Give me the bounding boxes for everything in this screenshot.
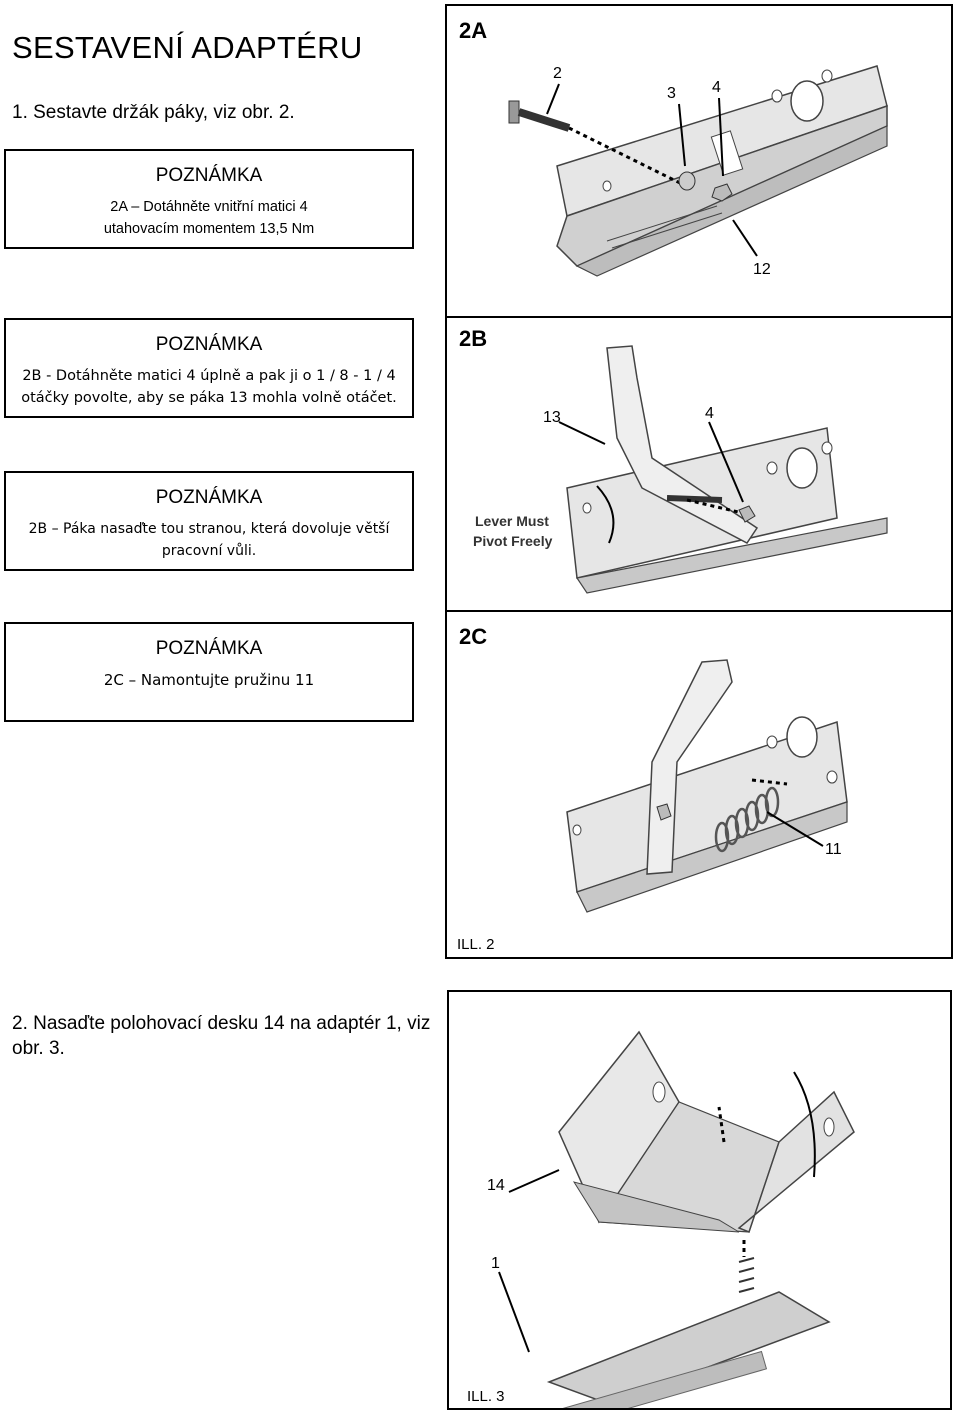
note-box-2b-side: POZNÁMKA 2B – Páka nasaďte tou stranou, …	[4, 471, 414, 571]
callout-12: 12	[753, 261, 771, 278]
step-1-text: 1. Sestavte držák páky, viz obr. 2.	[12, 102, 295, 123]
callout-14: 14	[487, 1177, 505, 1194]
callout-1: 1	[491, 1255, 500, 1272]
note-heading: POZNÁMKA	[155, 165, 263, 186]
bracket-drawing-2b: 13 4 Lever Must Pivot Freely	[473, 345, 888, 594]
panel-label-2b: 2B	[459, 326, 488, 351]
callout-3: 3	[667, 85, 676, 102]
panel-divider	[447, 610, 951, 612]
ill-label: ILL. 3	[467, 1388, 505, 1405]
plate-drawing-3: 14 1	[487, 1030, 855, 1408]
bracket-drawing-2a: 2 3 4 12	[508, 65, 888, 278]
note-text: 2B - Dotáhněte matici 4 úplně a pak ji o…	[21, 368, 397, 406]
note-text: 2C – Namontujte pružinu 11	[103, 671, 315, 689]
figure-2: 2A 2B 2C 2 3 4 12	[445, 4, 953, 959]
note-heading: POZNÁMKA	[155, 334, 263, 355]
callout-2: 2	[553, 65, 562, 82]
note-text: 2B – Páka nasaďte tou stranou, která dov…	[28, 521, 390, 559]
lever-caption-line2: Pivot Freely	[473, 533, 553, 549]
note-text: 2A – Dotáhněte vnitřní matici 4 utahovac…	[103, 199, 315, 237]
callout-4: 4	[712, 79, 721, 96]
note-heading: POZNÁMKA	[155, 487, 263, 508]
lever-caption-line1: Lever Must	[475, 513, 549, 529]
panel-label-2a: 2A	[459, 18, 488, 43]
callout-13: 13	[543, 409, 561, 426]
ill-label: ILL. 2	[457, 936, 495, 953]
callout-4: 4	[705, 405, 714, 422]
panel-divider	[447, 316, 951, 318]
figure-3: 14 1 ILL. 3	[447, 990, 952, 1410]
callout-11: 11	[825, 841, 842, 858]
note-box-2b-torque: POZNÁMKA 2B - Dotáhněte matici 4 úplně a…	[4, 318, 414, 418]
panel-label-2c: 2C	[459, 624, 488, 649]
note-heading: POZNÁMKA	[155, 638, 263, 659]
note-box-2a: POZNÁMKA 2A – Dotáhněte vnitřní matici 4…	[4, 149, 414, 249]
step-2-text: 2. Nasaďte polohovací desku 14 na adapté…	[12, 1013, 431, 1059]
bracket-drawing-2c: 11	[566, 659, 848, 913]
page-title: SESTAVENÍ ADAPTÉRU	[12, 30, 363, 65]
note-box-2c: POZNÁMKA 2C – Namontujte pružinu 11	[4, 622, 414, 722]
